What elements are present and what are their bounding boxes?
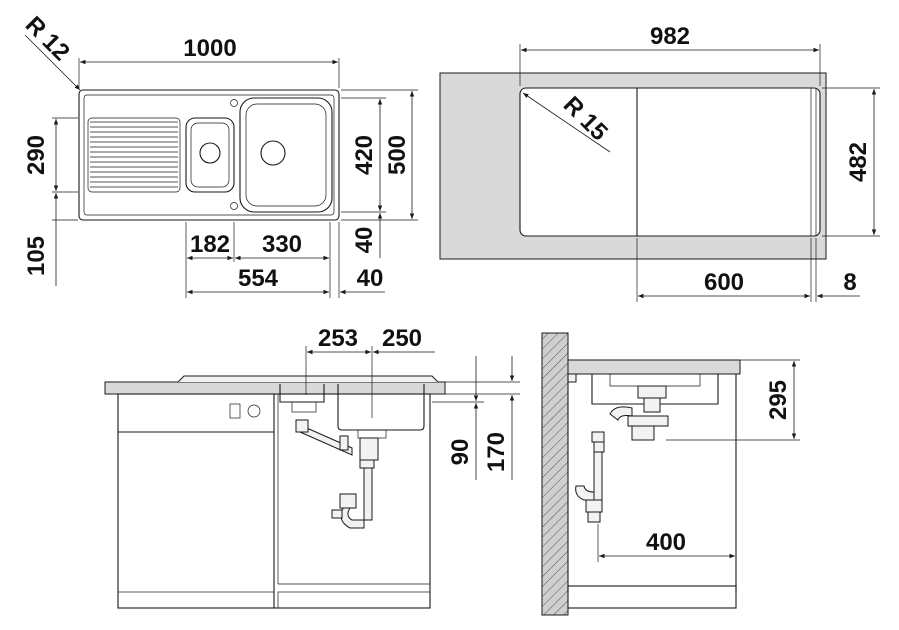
dim-large-bowl-width: 330 (262, 231, 302, 258)
dim-cutout-width: 982 (650, 23, 690, 50)
dim-cutout-600: 600 (704, 269, 744, 296)
dim-waste-250: 250 (382, 325, 422, 352)
dim-side-depth-400: 400 (646, 529, 686, 556)
dim-cutout-depth: 482 (845, 142, 872, 182)
dim-inner-height: 420 (351, 135, 378, 175)
dim-drainer-offset: 105 (23, 236, 50, 276)
appliance-control (229, 403, 241, 419)
dim-waste-253: 253 (318, 325, 358, 352)
dim-height-170: 170 (483, 432, 510, 472)
dim-edge-40-side: 40 (351, 227, 378, 254)
side-cabinet-base (567, 585, 737, 609)
large-bowl (239, 97, 333, 213)
appliance-knob (247, 404, 261, 418)
dim-total-depth: 500 (384, 135, 411, 175)
dim-combined-width: 554 (238, 265, 279, 292)
large-bowl-drain (260, 140, 286, 166)
small-bowl (185, 117, 235, 193)
side-waste-pipe (593, 451, 603, 503)
drainer-grooves (87, 117, 181, 193)
side-worktop (567, 359, 741, 375)
front-worktop (104, 381, 446, 395)
dim-total-width: 1000 (183, 35, 236, 62)
tap-hole-top (230, 99, 238, 107)
front-elevation-view (104, 346, 520, 609)
sink-plan-view (24, 34, 418, 298)
dim-edge-40-bottom: 40 (357, 265, 384, 292)
dim-radius-r12: R 12 (20, 11, 75, 66)
tap-hole-bottom (230, 202, 238, 210)
dim-bowl-height: 290 (23, 135, 50, 175)
cutout-plan-view (439, 44, 880, 302)
dim-cutout-8: 8 (843, 269, 856, 296)
waste-pipe (363, 467, 373, 521)
dim-side-height-295: 295 (765, 380, 792, 420)
dim-small-bowl-width: 182 (190, 231, 230, 258)
dim-height-90: 90 (447, 439, 474, 466)
side-elevation-view (541, 332, 800, 616)
small-bowl-drain (199, 142, 221, 164)
sink-outline (78, 89, 340, 221)
sink-inner-rim (83, 94, 335, 216)
wall (541, 332, 569, 616)
trap-connector (359, 437, 379, 461)
cutout-opening (519, 87, 821, 237)
